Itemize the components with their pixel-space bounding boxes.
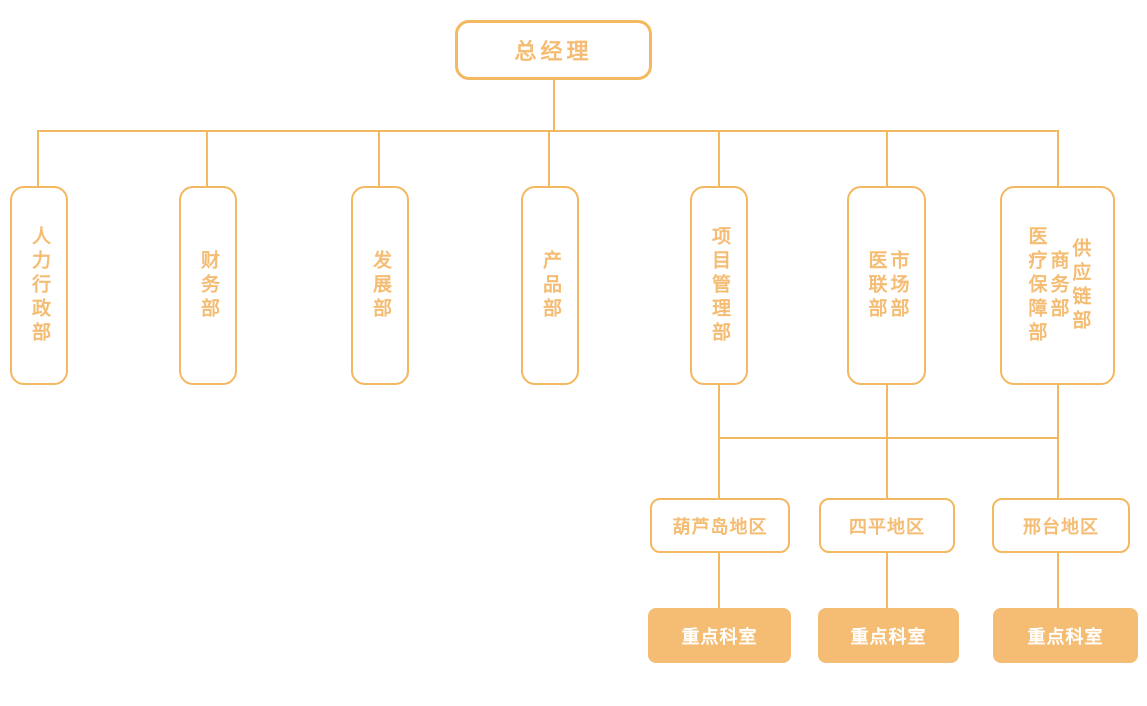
connector-drop-product xyxy=(548,130,550,186)
node-dept-market-col-0: 市场部 xyxy=(887,249,909,322)
node-dept-supply-col-0: 供应链部 xyxy=(1069,237,1091,334)
node-region-siping-label: 四平地区 xyxy=(849,516,925,537)
node-dept-product[interactable]: 产品部 xyxy=(521,186,579,385)
node-key-department-xingtai-label: 重点科室 xyxy=(1027,626,1104,647)
node-key-department-siping-label: 重点科室 xyxy=(850,626,927,647)
node-dept-hr-text: 人力行政部 xyxy=(28,225,50,346)
node-key-department-huludao[interactable]: 重点科室 xyxy=(648,608,791,663)
connector-region-bus xyxy=(718,437,1059,439)
connector-drop-finance xyxy=(206,130,208,186)
connector-stem-siping-leaf xyxy=(886,553,888,608)
node-dept-product-col-0: 产品部 xyxy=(539,249,561,322)
connector-drop-pm xyxy=(718,130,720,186)
node-dept-project-management[interactable]: 项目管理部 xyxy=(690,186,748,385)
node-dept-finance-col-0: 财务部 xyxy=(197,249,219,322)
node-dept-market-col-1: 医联部 xyxy=(865,249,887,322)
node-region-huludao[interactable]: 葫芦岛地区 xyxy=(650,498,790,553)
connector-stem-xingtai-leaf xyxy=(1057,553,1059,608)
connector-drop-dev xyxy=(378,130,380,186)
node-dept-development[interactable]: 发展部 xyxy=(351,186,409,385)
node-region-xingtai-label: 邢台地区 xyxy=(1023,516,1099,537)
connector-drop-hr xyxy=(37,130,39,186)
node-region-huludao-label: 葫芦岛地区 xyxy=(672,516,768,537)
connector-drop-market xyxy=(886,130,888,186)
connector-stem-market-down xyxy=(886,385,888,498)
connector-root-stem xyxy=(553,80,555,131)
connector-stem-pm-down xyxy=(718,385,720,498)
connector-drop-supply xyxy=(1057,130,1059,186)
node-dept-finance-text: 财务部 xyxy=(197,249,219,322)
node-dept-market-medical-alliance-text: 市场部 医联部 xyxy=(865,249,909,322)
node-dept-supply-chain-group[interactable]: 供应链部 商务部 医疗保障部 xyxy=(1000,186,1115,385)
node-dept-supply-col-2: 医疗保障部 xyxy=(1025,225,1047,346)
node-dept-project-management-col-0: 项目管理部 xyxy=(708,225,730,346)
node-dept-supply-col-1: 商务部 xyxy=(1047,249,1069,322)
node-dept-supply-chain-group-text: 供应链部 商务部 医疗保障部 xyxy=(1025,225,1091,346)
node-dept-development-col-0: 发展部 xyxy=(369,249,391,322)
node-dept-product-text: 产品部 xyxy=(539,249,561,322)
node-key-department-siping[interactable]: 重点科室 xyxy=(818,608,959,663)
node-key-department-huludao-label: 重点科室 xyxy=(681,626,758,647)
node-dept-market-medical-alliance[interactable]: 市场部 医联部 xyxy=(847,186,926,385)
node-dept-hr[interactable]: 人力行政部 xyxy=(10,186,68,385)
connector-stem-supply-down xyxy=(1057,385,1059,498)
node-region-siping[interactable]: 四平地区 xyxy=(819,498,955,553)
node-key-department-xingtai[interactable]: 重点科室 xyxy=(993,608,1138,663)
node-general-manager[interactable]: 总经理 xyxy=(455,20,652,80)
node-dept-project-management-text: 项目管理部 xyxy=(708,225,730,346)
node-dept-development-text: 发展部 xyxy=(369,249,391,322)
connector-stem-huludao-leaf xyxy=(718,553,720,608)
node-dept-hr-col-0: 人力行政部 xyxy=(28,225,50,346)
node-general-manager-label: 总经理 xyxy=(514,39,593,64)
node-region-xingtai[interactable]: 邢台地区 xyxy=(992,498,1130,553)
node-dept-finance[interactable]: 财务部 xyxy=(179,186,237,385)
